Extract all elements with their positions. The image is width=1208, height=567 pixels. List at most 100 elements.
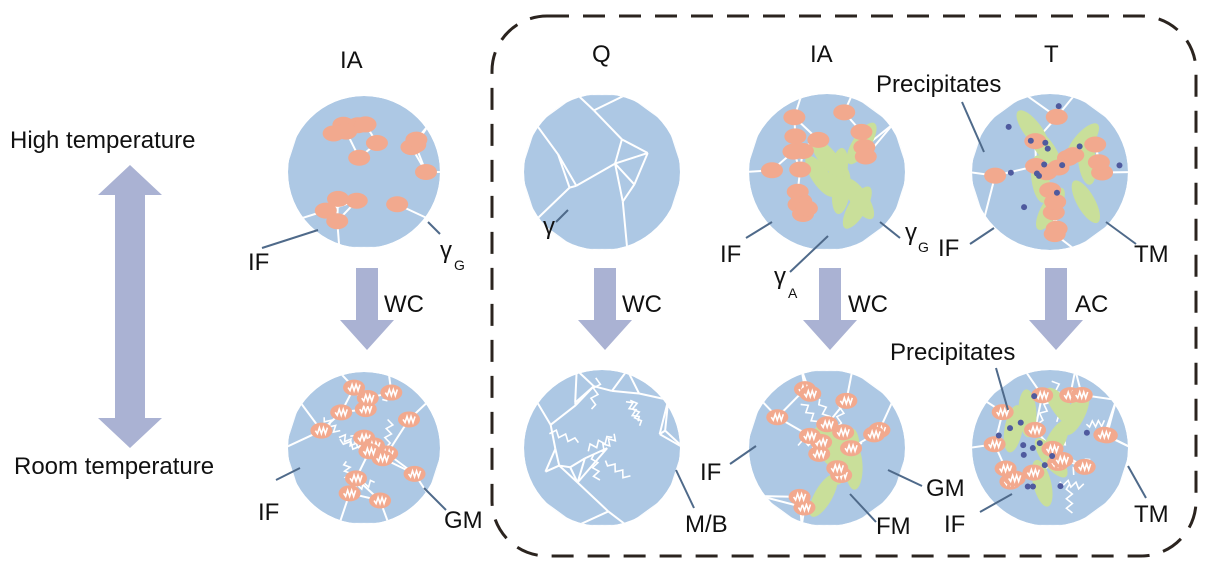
gamma-g-grain <box>1003 470 1026 487</box>
gamma-g-grain <box>358 443 381 460</box>
gamma-g-grain <box>863 426 886 443</box>
high-temperature-label: High temperature <box>10 127 195 154</box>
label-tm: TM <box>1134 501 1169 528</box>
precipitate <box>1059 162 1066 169</box>
gamma-g-grain <box>1062 147 1085 164</box>
gamma-g-grain <box>1087 154 1110 171</box>
gamma-g-grain <box>766 409 789 426</box>
label-gm: GM <box>926 475 965 502</box>
gamma-g-grain <box>348 149 371 166</box>
gamma-g-grain <box>1093 426 1116 443</box>
gamma-g-grain <box>356 390 379 407</box>
label-if: IF <box>700 459 721 486</box>
precipitate <box>1031 393 1038 400</box>
gamma-g-grain <box>850 123 873 140</box>
label-precipitates: Precipitates <box>876 71 1001 98</box>
gamma-g-grain <box>1044 193 1067 210</box>
precipitate <box>1041 462 1048 469</box>
column-title-q: Q <box>592 41 611 68</box>
gamma-g-grain <box>835 392 858 409</box>
precipitate <box>1020 451 1027 458</box>
gamma-a-grain <box>831 166 851 215</box>
microstructure-q-room <box>524 370 680 526</box>
precipitate <box>1017 419 1024 426</box>
gamma-g-grain <box>984 167 1007 184</box>
gamma-g-grain <box>1024 421 1047 438</box>
label-gamma-a-subscript: A <box>788 285 798 301</box>
label-gamma-g: γ <box>905 219 917 246</box>
label-if: IF <box>258 499 279 526</box>
precipitate <box>1053 189 1060 196</box>
gamma-g-grain <box>798 427 821 444</box>
gamma-g-grain <box>369 492 392 509</box>
gamma-g-grain <box>414 164 437 181</box>
gamma-g-grain <box>807 131 830 148</box>
gamma-g-grain <box>1024 133 1047 150</box>
microstructure-ia-high <box>288 96 440 248</box>
gamma-g-grain <box>1022 464 1045 481</box>
microstructure-ia2-room <box>749 370 905 526</box>
column-title-ia: IA <box>340 47 363 74</box>
gamma-a-grain <box>842 186 872 229</box>
gamma-g-grain <box>405 131 428 148</box>
precipitate <box>1035 172 1042 179</box>
process-label-wc-1: WC <box>384 291 424 318</box>
precipitate <box>1005 123 1012 130</box>
precipitate <box>1021 204 1028 211</box>
down-arrow-1 <box>340 268 394 350</box>
gamma-g-grain <box>354 116 377 133</box>
label-mb: M/B <box>685 511 728 538</box>
label-gamma-a: γ <box>774 263 786 290</box>
process-label-wc-3: WC <box>848 291 888 318</box>
gamma-g-grain <box>788 488 811 505</box>
microstructure-ia-room <box>288 372 440 524</box>
label-fm: FM <box>876 513 911 540</box>
gamma-g-grain <box>1070 386 1093 403</box>
precipitate <box>1057 483 1064 490</box>
gamma-g-grain <box>833 104 856 121</box>
label-precipitates: Precipitates <box>890 339 1015 366</box>
process-label-wc-2: WC <box>622 291 662 318</box>
gamma-g-grain <box>345 470 368 487</box>
precipitate <box>1044 145 1051 152</box>
precipitate <box>1049 453 1056 460</box>
gamma-g-grain <box>314 202 337 219</box>
down-arrow-4 <box>1029 268 1083 350</box>
precipitate <box>1007 425 1014 432</box>
gamma-g-grain <box>808 445 831 462</box>
gamma-g-grain <box>327 190 350 207</box>
precipitate <box>1083 429 1090 436</box>
gamma-g-grain <box>799 385 822 402</box>
gamma-g-grain <box>795 200 818 217</box>
gamma-g-grain <box>1031 387 1054 404</box>
precipitate <box>1007 169 1014 176</box>
precipitate <box>1029 483 1036 490</box>
gamma-g-grain <box>784 128 807 145</box>
precipitate <box>1036 440 1043 447</box>
gamma-g-grain <box>322 125 345 142</box>
gamma-g-grain <box>1047 159 1070 176</box>
dashed-frame <box>490 14 1198 558</box>
gamma-g-grain <box>330 404 353 421</box>
label-gamma-g: γ <box>440 237 452 264</box>
label-gamma: γ <box>543 213 555 240</box>
gamma-g-grain <box>789 161 812 178</box>
label-gamma-g-subscript: G <box>918 239 929 255</box>
gamma-g-grain <box>365 134 388 151</box>
down-arrow-3 <box>803 268 857 350</box>
microstructure-ia2-high <box>749 94 905 250</box>
gamma-g-grain <box>386 196 409 213</box>
label-if: IF <box>944 511 965 538</box>
gamma-g-grain <box>1073 458 1096 475</box>
gamma-g-grain <box>343 379 366 396</box>
precipitate <box>1041 161 1048 168</box>
gamma-g-grain <box>826 460 849 477</box>
precipitate <box>1020 442 1027 449</box>
down-arrow-2 <box>578 268 632 350</box>
temperature-double-arrow <box>98 165 162 448</box>
gamma-g-grain <box>786 183 809 200</box>
label-gamma-g-subscript: G <box>454 257 465 273</box>
gamma-a-grain <box>809 474 838 517</box>
gamma-a-grain <box>805 155 836 197</box>
